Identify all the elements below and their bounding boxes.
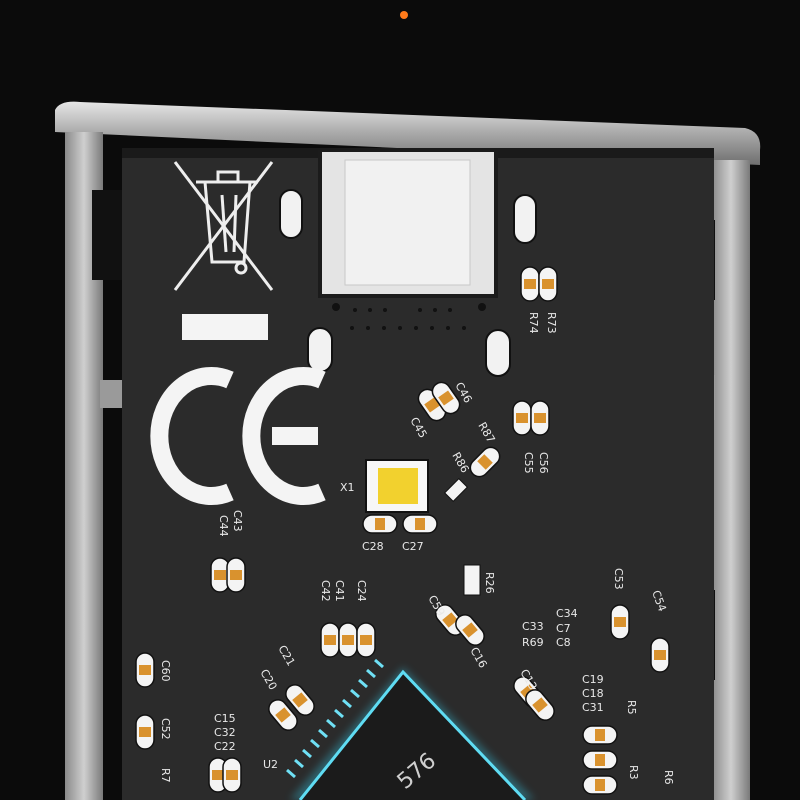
mounting-holes xyxy=(279,189,537,377)
smd-components xyxy=(135,266,670,795)
label-c60: C60 xyxy=(159,660,172,682)
ic-u2-chip: 576 xyxy=(286,658,535,800)
label-c55: C55 xyxy=(522,452,535,474)
label-c27: C27 xyxy=(402,540,424,553)
label-c33: C33 xyxy=(522,620,544,633)
label-c42: C42 xyxy=(319,580,332,602)
weee-bin-icon xyxy=(173,161,274,291)
label-x1: X1 xyxy=(340,481,355,494)
label-c34: C34 xyxy=(556,607,578,620)
label-r6: R6 xyxy=(662,770,675,785)
label-c43: C43 xyxy=(231,510,244,532)
ce-mark-logo xyxy=(150,367,326,505)
label-r7: R7 xyxy=(159,768,172,783)
usb-c-connector xyxy=(318,150,498,330)
label-c19: C19 xyxy=(582,673,604,686)
label-c41: C41 xyxy=(333,580,346,602)
label-c31: C31 xyxy=(582,701,604,714)
weee-bar xyxy=(182,314,268,340)
label-c53: C53 xyxy=(612,568,625,590)
label-c18: C18 xyxy=(582,687,604,700)
label-c15: C15 xyxy=(214,712,236,725)
label-c24: C24 xyxy=(355,580,368,602)
label-c7: C7 xyxy=(556,622,571,635)
indicator-led xyxy=(400,11,408,19)
label-r69: R69 xyxy=(522,636,544,649)
crystal-x1 xyxy=(365,459,429,513)
label-r5: R5 xyxy=(625,700,638,715)
label-r3: R3 xyxy=(627,765,640,780)
label-c52: C52 xyxy=(159,718,172,740)
label-c56: C56 xyxy=(537,452,550,474)
label-u2: U2 xyxy=(263,758,278,771)
label-r74: R74 xyxy=(527,312,540,334)
label-c8: C8 xyxy=(556,636,571,649)
chip-pins xyxy=(286,658,384,779)
label-c28: C28 xyxy=(362,540,384,553)
label-r73: R73 xyxy=(545,312,558,334)
label-c32: C32 xyxy=(214,726,236,739)
label-r26: R26 xyxy=(483,572,496,594)
label-c44: C44 xyxy=(217,515,230,537)
label-c22: C22 xyxy=(214,740,236,753)
